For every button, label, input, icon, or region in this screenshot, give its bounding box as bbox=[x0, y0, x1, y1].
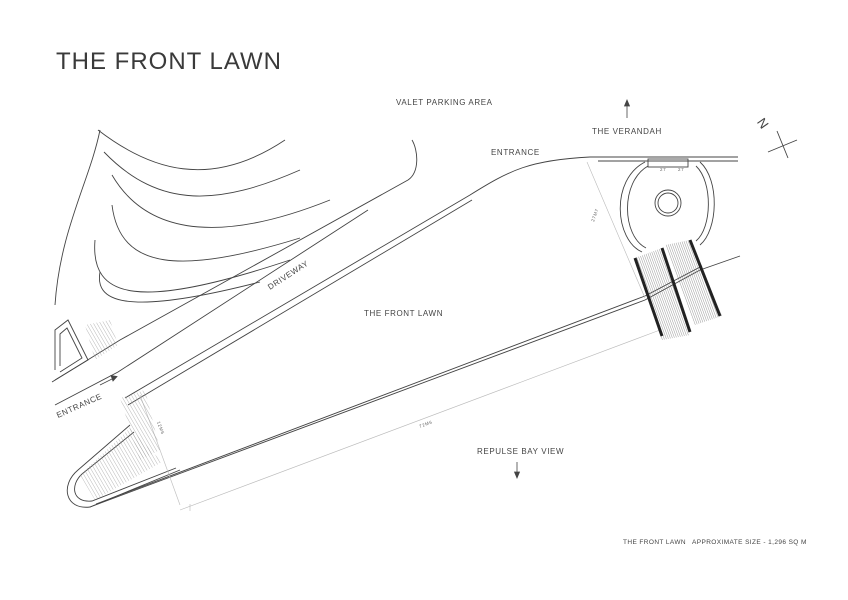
front-lawn-label: THE FRONT LAWN bbox=[364, 309, 443, 318]
hatched-paving-mid bbox=[120, 390, 160, 460]
lawn-lower-edge-inner bbox=[95, 295, 646, 505]
driveway-label: DRIVEWAY bbox=[266, 259, 310, 292]
lawn-upper-boundary-inner bbox=[127, 199, 473, 406]
entrance-pillar bbox=[54, 319, 89, 381]
dim-line-long bbox=[179, 329, 661, 511]
driveway-lower-edge bbox=[54, 209, 369, 406]
terrace-boundary bbox=[54, 129, 101, 306]
entrance-left-label: ENTRANCE bbox=[55, 392, 103, 420]
entrance-top-label: ENTRANCE bbox=[491, 148, 540, 157]
hatched-paving-left bbox=[85, 320, 118, 360]
lawn-upper-boundary bbox=[124, 156, 628, 399]
entrance-left-arrow bbox=[99, 374, 118, 386]
verandah-circle bbox=[654, 189, 682, 217]
dim-width-left: 12M6 bbox=[156, 421, 165, 436]
terrace-line-4 bbox=[111, 204, 301, 262]
verandah-label: THE VERANDAH bbox=[592, 127, 662, 136]
lawn-left-tip bbox=[66, 424, 181, 508]
north-label: N bbox=[754, 115, 772, 132]
dim-stair-a: 27 bbox=[660, 167, 666, 172]
verandah-stairs bbox=[633, 239, 722, 340]
terrace-line-6 bbox=[98, 271, 261, 303]
valet-parking-label: VALET PARKING AREA bbox=[396, 98, 493, 107]
repulse-bay-label: REPULSE BAY VIEW bbox=[477, 447, 564, 456]
terrace-line-2 bbox=[103, 151, 301, 197]
lawn-lower-edge bbox=[89, 299, 646, 508]
terrace-line-5 bbox=[94, 239, 291, 293]
terrace-line-1 bbox=[97, 129, 286, 171]
dim-width-right: 27M7 bbox=[590, 208, 599, 223]
footer-size: APPROXIMATE SIZE - 1,296 SQ M bbox=[692, 539, 807, 546]
dim-length: 72M6 bbox=[419, 419, 434, 429]
footer-name: THE FRONT LAWN bbox=[623, 539, 687, 546]
repulse-bay-arrow bbox=[513, 462, 521, 480]
dim-line-right bbox=[586, 161, 646, 299]
terrace-line-3 bbox=[111, 174, 331, 228]
driveway-upper-edge bbox=[51, 139, 418, 383]
verandah-building bbox=[619, 161, 646, 253]
north-arrow bbox=[767, 130, 798, 159]
page-title: THE FRONT LAWN bbox=[56, 48, 283, 75]
hatched-paving-tip bbox=[80, 428, 162, 500]
verandah-arrow bbox=[623, 98, 631, 118]
dim-stair-b: 27 bbox=[678, 167, 684, 172]
